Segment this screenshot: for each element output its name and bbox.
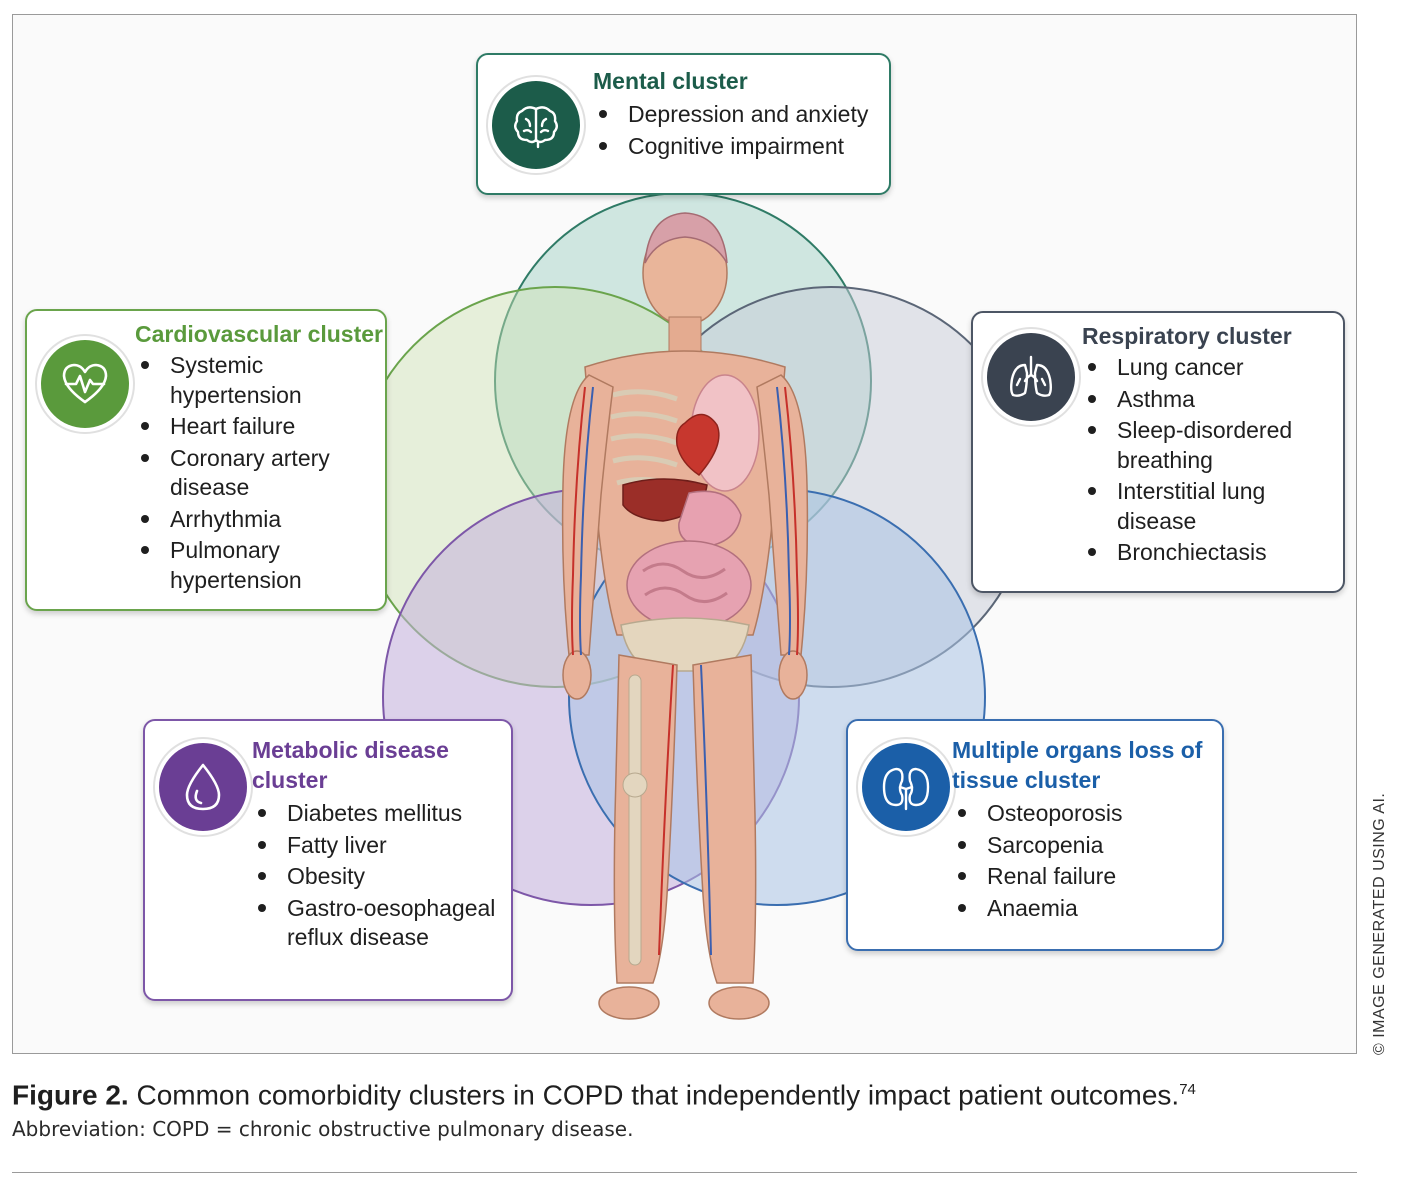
drop-icon-badge (159, 743, 247, 831)
brain-icon-badge (492, 81, 580, 169)
list-item: Bronchiectasis (1087, 538, 1337, 568)
abbreviation-note: Abbreviation: COPD = chronic obstructive… (12, 1117, 634, 1141)
metabolic-cluster-list: Diabetes mellitus Fatty liver Obesity Ga… (257, 799, 512, 955)
multi-organ-cluster-title: Multiple organs loss of tissue cluster (952, 737, 1203, 793)
cardiovascular-cluster-title: Cardiovascular cluster (135, 321, 384, 347)
caption-text: Common comorbidity clusters in COPD that… (128, 1079, 1180, 1111)
metabolic-cluster-card: Metabolic disease cluster Diabetes melli… (143, 719, 513, 1001)
mental-cluster-card: Mental cluster Depression and anxiety Co… (476, 53, 891, 195)
image-credit: © IMAGE GENERATED USING AI. (1371, 792, 1388, 1055)
mental-cluster-title: Mental cluster (593, 68, 748, 94)
list-item: Diabetes mellitus (257, 799, 512, 829)
figure-frame: Mental cluster Depression and anxiety Co… (12, 14, 1357, 1054)
figure-caption: Figure 2. Common comorbidity clusters in… (12, 1070, 1196, 1115)
metabolic-cluster-title: Metabolic disease cluster (252, 737, 449, 793)
heart-pulse-icon-badge (41, 340, 129, 428)
list-item: Obesity (257, 862, 512, 892)
lungs-icon-badge (987, 333, 1075, 421)
list-item: Sarcopenia (957, 831, 1212, 861)
list-item: Arrhythmia (140, 505, 380, 535)
human-anatomy-figure (561, 212, 809, 1020)
list-item: Depression and anxiety (598, 100, 888, 130)
list-item: Renal failure (957, 862, 1212, 892)
bottom-divider (12, 1172, 1357, 1173)
list-item: Anaemia (957, 894, 1212, 924)
lungs-icon (1010, 355, 1052, 397)
multi-organ-cluster-list: Osteoporosis Sarcopenia Renal failure An… (957, 799, 1212, 925)
kidneys-icon-badge (862, 743, 950, 831)
multi-organ-cluster-card: Multiple organs loss of tissue cluster O… (846, 719, 1224, 951)
respiratory-cluster-card: Respiratory cluster Lung cancer Asthma S… (971, 311, 1345, 593)
brain-icon (514, 106, 558, 149)
list-item: Cognitive impairment (598, 132, 888, 162)
heart-pulse-icon (62, 363, 108, 404)
kidneys-icon (882, 767, 930, 811)
list-item: Lung cancer (1087, 353, 1337, 383)
respiratory-cluster-title: Respiratory cluster (1082, 323, 1292, 349)
mental-cluster-list: Depression and anxiety Cognitive impairm… (598, 100, 888, 163)
list-item: Fatty liver (257, 831, 512, 861)
caption-reference: 74 (1179, 1081, 1196, 1098)
list-item: Heart failure (140, 412, 380, 442)
drop-icon (185, 763, 221, 811)
figure-label: Figure 2. (12, 1079, 129, 1111)
list-item: Osteoporosis (957, 799, 1212, 829)
list-item: Asthma (1087, 385, 1337, 415)
